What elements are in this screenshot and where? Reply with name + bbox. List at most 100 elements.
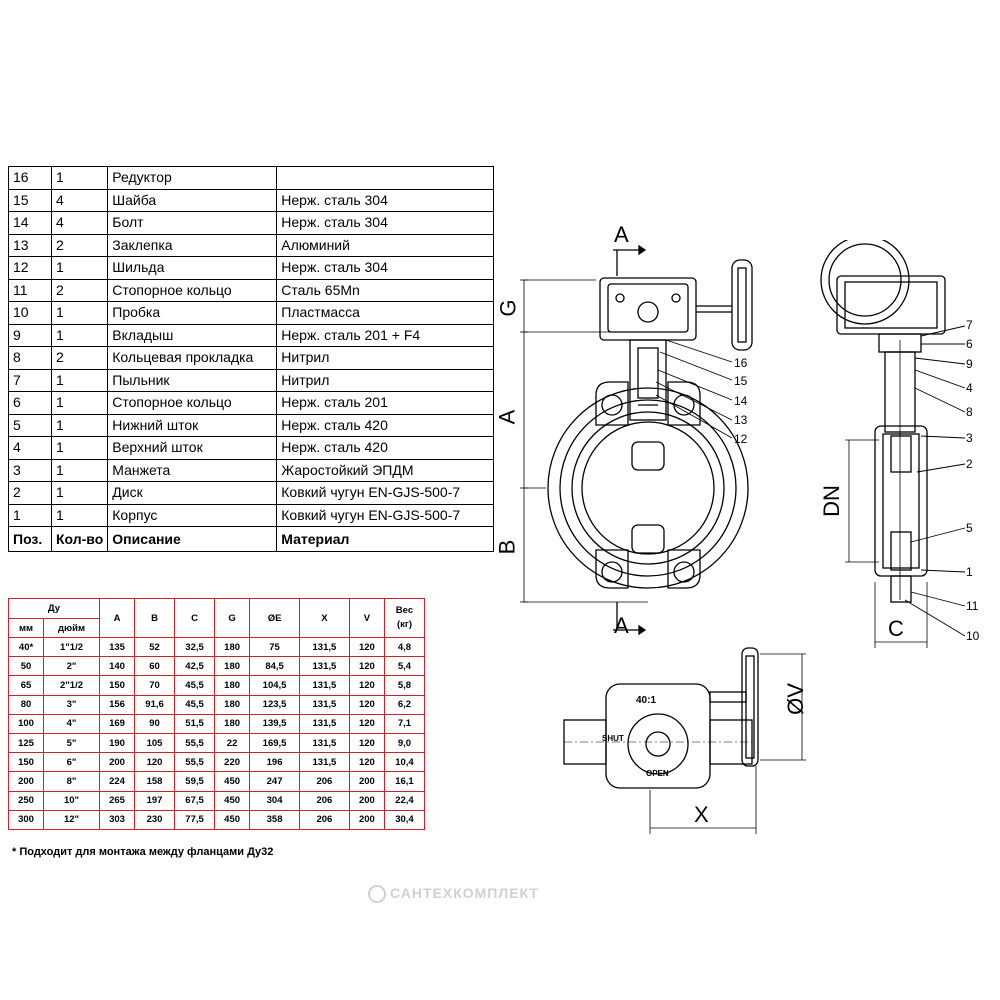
parts-cell-pos: 11 <box>8 278 52 302</box>
dn-label: DN <box>818 485 844 517</box>
dimension-cell: 75 <box>249 636 300 658</box>
parts-cell-material: Нерж. сталь 201 + F4 <box>276 323 494 347</box>
shut-label: SHUT <box>602 734 624 743</box>
parts-cell-desc: Корпус <box>107 503 278 527</box>
dimension-cell: 131,5 <box>298 636 350 658</box>
brand-watermark: САНТЕХКОМПЛЕКТ <box>360 882 610 904</box>
dim-c-label: C <box>888 616 904 641</box>
dimension-cell: 60 <box>134 656 176 677</box>
parts-cell-qty: 2 <box>50 278 109 302</box>
dimension-cell: 158 <box>134 771 176 792</box>
parts-cell-material: Нитрил <box>276 368 494 392</box>
parts-cell-pos: 7 <box>8 368 52 392</box>
dimension-cell: 450 <box>214 809 251 830</box>
section-a-bottom-label: A <box>614 613 629 638</box>
dimension-cell: 32,5 <box>174 636 216 658</box>
callout-16: 16 <box>734 356 748 370</box>
dimension-cell: 50 <box>7 656 45 677</box>
parts-cell-material: Нерж. сталь 304 <box>276 211 494 235</box>
callout-9: 9 <box>966 357 973 371</box>
parts-cell-pos: 9 <box>8 323 52 347</box>
parts-header-qty: Кол-во <box>50 526 109 552</box>
parts-cell-material: Нерж. сталь 420 <box>276 436 494 460</box>
parts-cell-material: Нерж. сталь 304 <box>276 256 494 280</box>
dimension-cell: 180 <box>214 675 251 696</box>
parts-cell-desc: Пыльник <box>107 368 278 392</box>
dimension-cell: 3" <box>43 694 100 715</box>
dimension-cell: 220 <box>214 752 251 773</box>
col-header: B <box>134 598 176 638</box>
parts-cell-pos: 6 <box>8 391 52 415</box>
dimension-cell: 22 <box>214 732 251 754</box>
dimension-cell: 80 <box>7 694 45 715</box>
gear-ratio-label: 40:1 <box>636 695 657 706</box>
callout-12: 12 <box>734 432 748 446</box>
dimension-cell: 206 <box>298 790 350 811</box>
dimension-cell: 150 <box>98 675 136 696</box>
dimension-cell: 139,5 <box>249 713 300 734</box>
parts-cell-material: Жаростойкий ЭПДМ <box>276 458 494 482</box>
callout-14: 14 <box>734 394 748 408</box>
parts-cell-qty: 1 <box>50 368 109 392</box>
dimension-cell: 200 <box>98 752 136 773</box>
parts-cell-material: Нерж. сталь 420 <box>276 413 494 437</box>
dimension-cell: 180 <box>214 694 251 715</box>
dimension-cell: 250 <box>7 790 45 811</box>
col-header: G <box>214 598 251 638</box>
dn-header: Ду <box>8 598 100 619</box>
dimension-cell: 450 <box>214 790 251 811</box>
dimension-cell: 2"1/2 <box>43 675 100 696</box>
dimension-cell: 120 <box>348 636 385 658</box>
parts-cell-pos: 3 <box>8 458 52 482</box>
dimension-cell: 40* <box>7 636 45 658</box>
dimension-cell: 230 <box>134 809 176 830</box>
callout-1: 1 <box>966 565 973 579</box>
side-view-drawing <box>820 240 966 648</box>
dimension-cell: 131,5 <box>298 694 350 715</box>
parts-cell-pos: 2 <box>8 481 52 505</box>
parts-header-material: Материал <box>276 526 494 552</box>
dimension-cell: 6,2 <box>383 694 426 715</box>
parts-cell-material: Нерж. сталь 304 <box>276 188 494 212</box>
dimension-cell: 120 <box>348 675 385 696</box>
dimension-cell: 125 <box>7 732 45 754</box>
callout-5: 5 <box>966 521 973 535</box>
dimension-cell: 45,5 <box>174 675 216 696</box>
dimension-cell: 304 <box>249 790 300 811</box>
dimension-cell: 77,5 <box>174 809 216 830</box>
parts-header-pos: Поз. <box>8 526 52 552</box>
parts-cell-qty: 1 <box>50 301 109 325</box>
callout-7: 7 <box>966 318 973 332</box>
col-header: X <box>298 598 350 638</box>
parts-cell-desc: Диск <box>107 481 278 505</box>
col-header: ØE <box>249 598 300 638</box>
parts-cell-qty: 1 <box>50 458 109 482</box>
dim-v-label: ØV <box>782 683 808 715</box>
dimension-cell: 65 <box>7 675 45 696</box>
callout-15: 15 <box>734 374 748 388</box>
parts-cell-pos: 5 <box>8 413 52 437</box>
dimension-cell: 9,0 <box>383 732 426 754</box>
callout-13: 13 <box>734 413 748 427</box>
parts-cell-pos: 8 <box>8 346 52 370</box>
parts-cell-material: Пластмасса <box>276 301 494 325</box>
dimension-cell: 5" <box>43 732 100 754</box>
col-header: A <box>98 598 136 638</box>
dimension-cell: 16,1 <box>383 771 426 792</box>
dimension-cell: 4" <box>43 713 100 734</box>
dimension-cell: 5,8 <box>383 675 426 696</box>
dimension-cell: 59,5 <box>174 771 216 792</box>
parts-cell-qty: 1 <box>50 391 109 415</box>
dim-b-label: B <box>494 539 520 555</box>
